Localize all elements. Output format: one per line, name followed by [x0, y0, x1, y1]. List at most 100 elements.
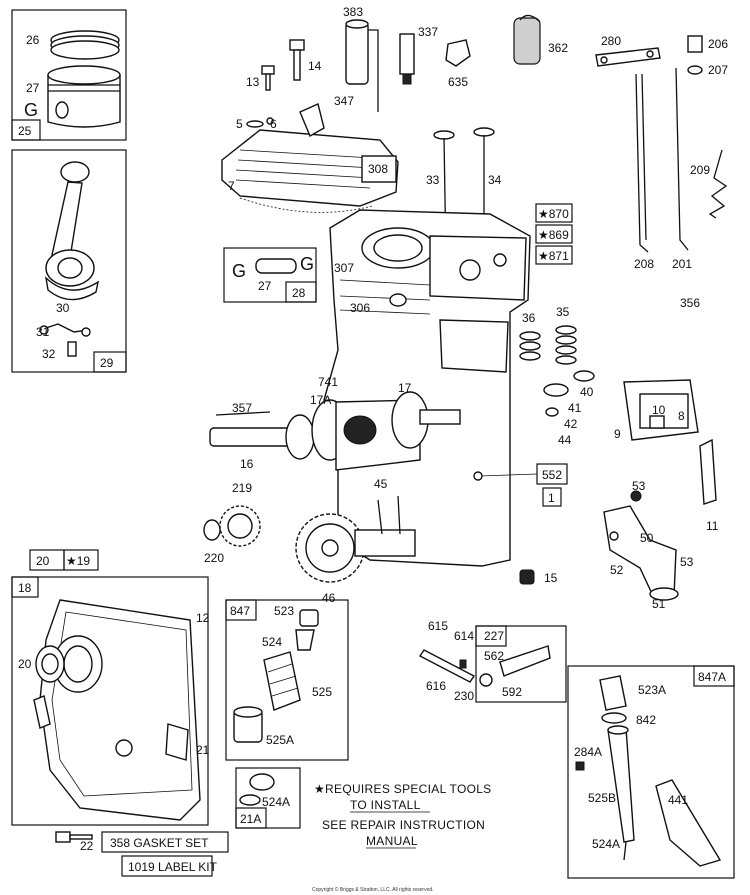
label-32: 32 — [42, 347, 56, 361]
label-9: 9 — [614, 427, 621, 441]
label-230: 230 — [454, 689, 474, 703]
label-30: 30 — [56, 301, 70, 315]
label-201: 201 — [672, 257, 692, 271]
label-17A: 17A — [310, 393, 331, 407]
label-53-top: 53 — [632, 479, 646, 493]
notes: ★REQUIRES SPECIAL TOOLS TO INSTALL SEE R… — [314, 782, 491, 849]
label-11: 11 — [706, 519, 719, 533]
label-52: 52 — [610, 563, 624, 577]
label-347: 347 — [334, 94, 354, 108]
label-40: 40 — [580, 385, 594, 399]
camshaft — [203, 495, 535, 585]
label-17: 17 — [398, 381, 412, 395]
label-44: 44 — [558, 433, 572, 447]
label-227: 227 — [484, 629, 504, 643]
label-33: 33 — [426, 173, 440, 187]
label-524A-plug: 524A — [262, 795, 290, 809]
kits — [55, 831, 229, 877]
label-21A: 21A — [240, 812, 261, 826]
label-383: 383 — [343, 5, 363, 19]
label-21: 21 — [196, 743, 210, 757]
note-special-tools-line2: TO INSTALL — [350, 798, 421, 812]
label-16: 16 — [240, 457, 254, 471]
label-614: 614 — [454, 629, 474, 643]
label-15: 15 — [544, 571, 558, 585]
label-12: 12 — [196, 611, 210, 625]
label-53-bottom: 53 — [680, 555, 694, 569]
label-525: 525 — [312, 685, 332, 699]
label-337: 337 — [418, 25, 438, 39]
label-51: 51 — [652, 597, 666, 611]
label-871: ★871 — [538, 249, 569, 263]
dipstick-box — [225, 599, 349, 761]
label-25: 25 — [18, 124, 32, 138]
crankcase-cover-box — [11, 549, 209, 826]
intake — [603, 490, 679, 601]
plug-21A-box — [235, 767, 301, 829]
label-22: 22 — [80, 839, 94, 853]
note-repair-line1: SEE REPAIR INSTRUCTION — [322, 818, 485, 832]
label-28: 28 — [292, 286, 306, 300]
label-219: 219 — [232, 481, 252, 495]
label-207: 207 — [708, 63, 728, 77]
label-45: 45 — [374, 477, 388, 491]
label-g-piston: G — [24, 100, 38, 120]
label-523: 523 — [274, 604, 294, 618]
label-1: 1 — [548, 491, 555, 505]
label-847: 847 — [230, 604, 250, 618]
label-41: 41 — [568, 401, 582, 415]
label-523A: 523A — [638, 683, 666, 697]
cylinder-head — [221, 103, 399, 213]
label-847A: 847A — [698, 670, 726, 684]
label-562: 562 — [484, 649, 504, 663]
label-209: 209 — [690, 163, 710, 177]
label-870: ★870 — [538, 207, 569, 221]
part-labels: 383 337 362 280 206 207 26 27 G 25 13 14… — [18, 5, 728, 874]
label-525B: 525B — [588, 791, 616, 805]
label-616: 616 — [426, 679, 446, 693]
copyright: Copyright © Briggs & Stratton, LLC. All … — [312, 886, 434, 893]
label-552-box — [473, 463, 568, 507]
note-repair-line2: MANUAL — [366, 834, 418, 848]
valve-springs — [519, 325, 595, 417]
label-869: ★869 — [538, 228, 569, 242]
label-356: 356 — [680, 296, 700, 310]
label-524: 524 — [262, 635, 282, 649]
ignition-parts — [345, 14, 541, 112]
label-26: 26 — [26, 33, 40, 47]
label-19: ★19 — [66, 554, 90, 568]
head-bolts — [261, 39, 305, 91]
label-10: 10 — [652, 403, 666, 417]
label-42: 42 — [564, 417, 578, 431]
label-284A: 284A — [574, 745, 602, 759]
label-14: 14 — [308, 59, 322, 73]
label-357: 357 — [232, 401, 252, 415]
label-842: 842 — [636, 713, 656, 727]
label-308: 308 — [368, 162, 388, 176]
label-592: 592 — [502, 685, 522, 699]
label-36: 36 — [522, 311, 536, 325]
label-g-pin-left: G — [232, 261, 246, 281]
crankshaft — [209, 391, 461, 471]
piston-box — [11, 9, 127, 141]
label-741: 741 — [318, 375, 338, 389]
label-27-pin: 27 — [258, 279, 272, 293]
label-20: 20 — [36, 554, 50, 568]
label-306: 306 — [350, 301, 370, 315]
label-208: 208 — [634, 257, 654, 271]
label-5: 5 — [236, 117, 243, 131]
label-34: 34 — [488, 173, 502, 187]
label-50: 50 — [640, 531, 654, 545]
label-280: 280 — [601, 34, 621, 48]
label-220: 220 — [204, 551, 224, 565]
label-46: 46 — [322, 591, 336, 605]
label-27: 27 — [26, 81, 40, 95]
pin-box — [223, 247, 317, 303]
label-7: 7 — [228, 179, 235, 193]
label-1019-label-kit: 1019 LABEL KIT — [128, 860, 218, 874]
governor-box — [418, 625, 567, 703]
label-g-pin-right: G — [300, 254, 314, 274]
label-615: 615 — [428, 619, 448, 633]
label-524A: 524A — [592, 837, 620, 851]
